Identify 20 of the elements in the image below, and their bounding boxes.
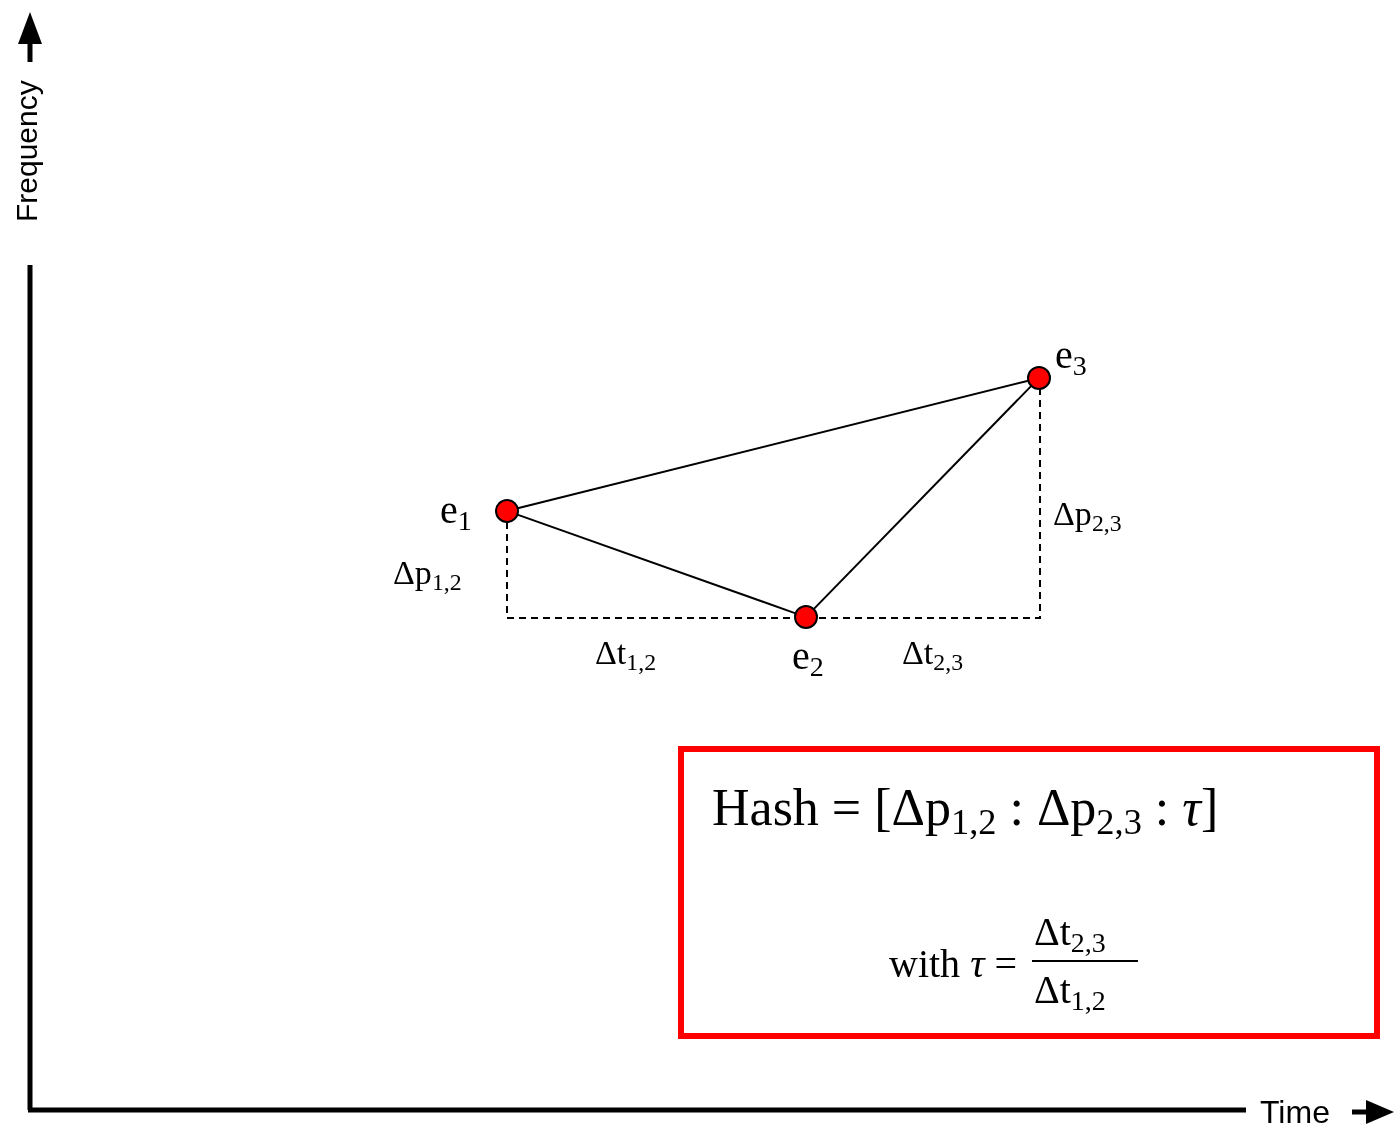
formula-box bbox=[678, 746, 1380, 1039]
dimension-label: Δp$_{1,2}$ bbox=[393, 556, 462, 595]
point-label: e$_{1}$ bbox=[440, 490, 472, 535]
dimension-label: Δp$_{2,3}$ bbox=[1053, 497, 1122, 536]
point-marker bbox=[794, 605, 818, 629]
point-label: e$_{2}$ bbox=[792, 636, 824, 681]
formula-text: with τ = bbox=[889, 944, 1017, 984]
connector-line bbox=[812, 384, 1033, 611]
connector-line bbox=[516, 379, 1030, 510]
axis-label: Frequency bbox=[12, 80, 42, 222]
axis-label: Time bbox=[1260, 1096, 1330, 1128]
fraction-numerator: Δt$_{2,3}$ bbox=[1034, 912, 1106, 957]
point-marker bbox=[1027, 366, 1051, 390]
hash-formula: Hash = [Δp$_{1,2}$ : Δp$_{2,3}$ : τ] bbox=[712, 782, 1219, 841]
point-marker bbox=[495, 499, 519, 523]
dimension-label: Δt$_{2,3}$ bbox=[902, 636, 964, 675]
point-label: e$_{3}$ bbox=[1055, 335, 1087, 380]
fraction-denominator: Δt$_{1,2}$ bbox=[1034, 970, 1106, 1015]
connector-line bbox=[516, 513, 797, 615]
dimension-label: Δt$_{1,2}$ bbox=[595, 636, 657, 675]
